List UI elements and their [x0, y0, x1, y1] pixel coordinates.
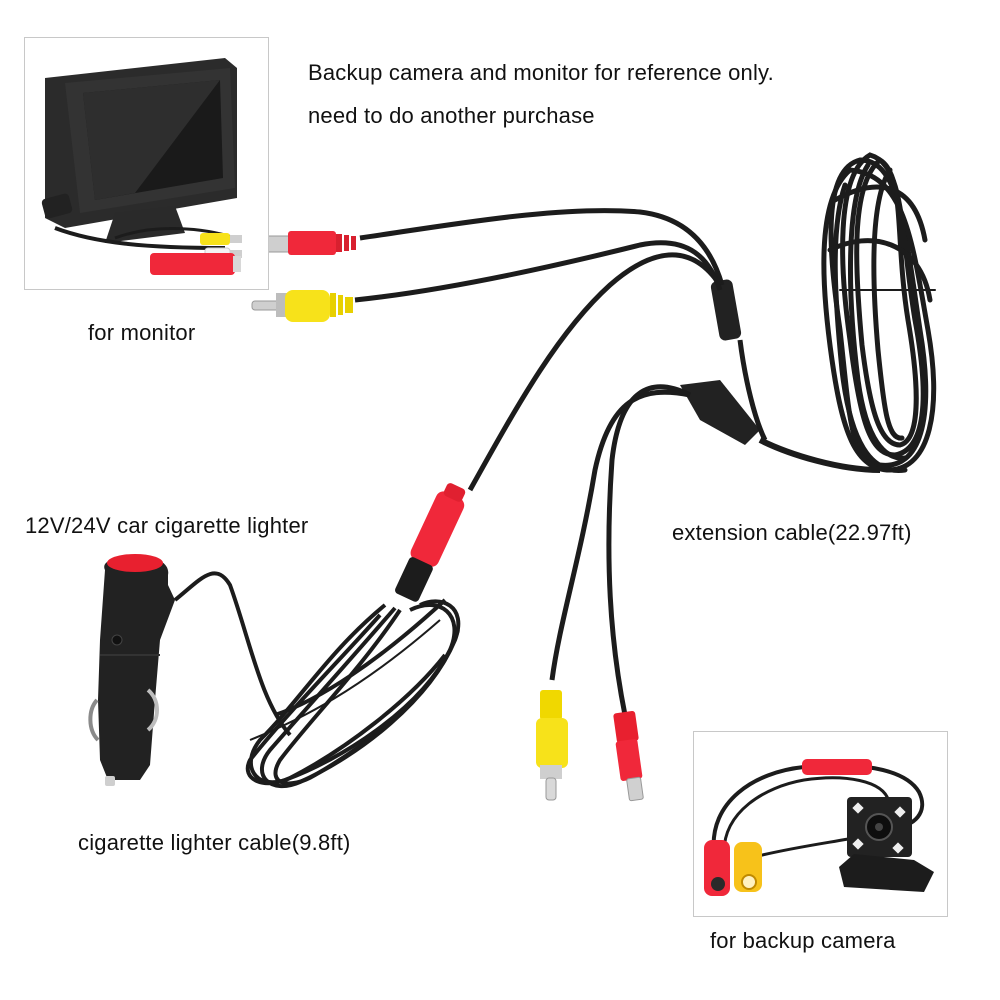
red-dc-plug-camera	[613, 711, 644, 802]
cigarette-lighter-title: 12V/24V car cigarette lighter	[25, 513, 309, 538]
reference-note-line-2: need to do another purchase	[308, 103, 595, 128]
yellow-rca-plug-monitor	[251, 290, 353, 322]
monitor-reference-image	[24, 37, 269, 290]
cigarette-lighter-plug	[88, 554, 175, 786]
monitor-caption: for monitor	[88, 320, 196, 345]
red-inline-power-connector	[395, 483, 466, 602]
cigarette-lighter-cable-coil	[245, 598, 461, 789]
backup-camera-reference-image	[693, 731, 948, 917]
monitor-icon	[41, 58, 242, 275]
extension-cable-coil	[821, 152, 937, 473]
upper-splitter	[710, 279, 742, 341]
lower-y-splitter	[680, 380, 760, 445]
reference-note-line-1: Backup camera and monitor for reference …	[308, 60, 774, 85]
yellow-rca-plug-camera	[536, 690, 568, 801]
backup-camera-icon	[704, 759, 934, 896]
extension-cable-caption: extension cable(22.97ft)	[672, 520, 912, 545]
cigarette-lighter-cable-caption: cigarette lighter cable(9.8ft)	[78, 830, 351, 855]
red-dc-plug-monitor	[267, 231, 356, 255]
backup-camera-caption: for backup camera	[710, 928, 896, 953]
